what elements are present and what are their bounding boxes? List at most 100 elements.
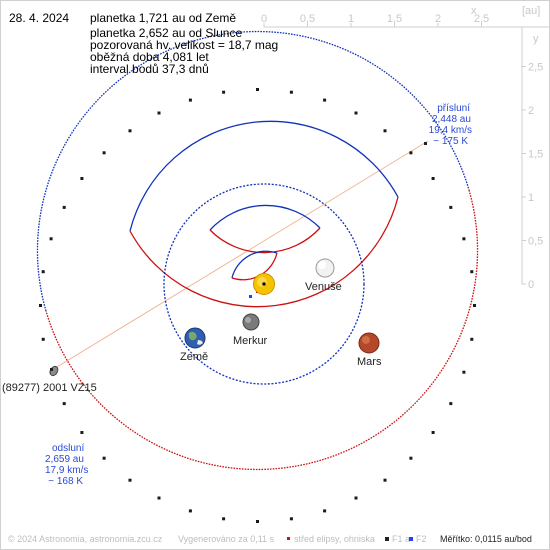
scale-text: Měřítko: 0,0115 au/bod xyxy=(440,534,532,544)
aphelion-temp: ~ 168 K xyxy=(48,476,83,487)
orbit-point xyxy=(222,90,226,94)
orbit-point xyxy=(449,205,453,209)
x-tick-label: 1,5 xyxy=(387,13,402,25)
orbit-point xyxy=(323,509,327,513)
orbit-point xyxy=(470,337,474,341)
orbit-point xyxy=(41,337,45,341)
aphelion-speed: 17,9 km/s xyxy=(45,465,88,476)
orbit-point xyxy=(157,496,161,500)
orbit-point xyxy=(80,177,84,180)
x-tick-label: 2 xyxy=(435,13,441,25)
asteroid-orbit-above xyxy=(45,189,479,471)
orbit-point xyxy=(383,478,387,482)
mars-orbit-below xyxy=(129,120,399,232)
orbit-point xyxy=(102,151,106,155)
earth-label: Země xyxy=(180,351,208,363)
y-axis-name: y xyxy=(533,33,539,45)
orbit-point xyxy=(354,111,358,115)
orbit-point xyxy=(323,98,327,102)
orbit-point xyxy=(409,151,413,155)
orbit-point xyxy=(462,237,466,241)
y-axis-ticks: 2,521,510,50 xyxy=(522,62,543,291)
orbit-point xyxy=(128,478,132,482)
info-line-interval: interval bodů 37,3 dnů xyxy=(90,62,209,76)
orbit-point xyxy=(289,90,293,94)
y-tick-label: 1 xyxy=(528,192,534,204)
perihelion-title: přísluní xyxy=(437,103,470,114)
mercury-orbit-below xyxy=(231,250,278,279)
venus-icon xyxy=(315,258,335,278)
x-tick-label: 0,5 xyxy=(300,13,315,25)
aphelion-marker xyxy=(50,368,53,371)
generated-text: Vygenerováno za 0,11 s xyxy=(178,534,275,544)
orbit-point xyxy=(289,517,293,521)
orbit-point xyxy=(409,456,413,460)
info-line-distance-sun: planetka 2,652 au od Slunce xyxy=(90,26,242,40)
mercury-label: Merkur xyxy=(233,335,268,347)
orbit-point xyxy=(431,177,435,180)
legend-center-text: střed elipsy, ohniska xyxy=(294,534,375,544)
x-tick-label: 2,5 xyxy=(474,13,489,25)
axis-unit: [au] xyxy=(522,5,540,17)
asteroid-label: (89277) 2001 VZ15 xyxy=(2,382,97,394)
orbit-point xyxy=(62,402,66,406)
orbit-point xyxy=(449,402,453,406)
info-line-period: oběžná doba 4,081 let xyxy=(90,50,209,64)
orbit-point xyxy=(470,270,474,274)
apsides-line xyxy=(51,140,429,371)
legend-f2-icon xyxy=(409,537,413,541)
orbit-point xyxy=(41,270,45,274)
legend-f1-text: F1 a xyxy=(392,534,410,544)
y-tick-label: 2,5 xyxy=(528,62,543,74)
y-tick-label: 1,5 xyxy=(528,149,543,161)
info-line-distance-earth: planetka 1,721 au od Země xyxy=(90,11,236,25)
orbit-point xyxy=(462,370,466,374)
orbit-point xyxy=(188,98,192,102)
venus-label: Venuše xyxy=(305,281,342,293)
legend-f2-text: F2 xyxy=(416,534,427,544)
x-tick-label: 0 xyxy=(261,13,267,25)
orbit-time-points xyxy=(39,88,476,523)
orbit-point xyxy=(128,129,132,133)
mars-label: Mars xyxy=(357,356,382,368)
x-axis-name: x xyxy=(471,5,477,17)
legend-f1-icon xyxy=(385,537,389,541)
ellipse-center-marker xyxy=(249,295,252,298)
orbit-point xyxy=(62,205,66,209)
orbit-point xyxy=(354,496,358,500)
orbit-point xyxy=(222,517,226,521)
x-axis-ticks: 0 0,5 1 1,5 2 2,5 xyxy=(261,13,489,27)
orbit-point xyxy=(80,431,84,434)
mercury-icon xyxy=(242,313,260,331)
perihelion-distance: 2,448 au xyxy=(432,114,471,125)
y-tick-label: 2 xyxy=(528,105,534,117)
sun-icon xyxy=(253,273,275,295)
copyright-text: © 2024 Astronomia, astronomia.zcu.cz xyxy=(8,534,163,544)
venus-orbit-below xyxy=(209,204,321,231)
orbit-point xyxy=(383,129,387,133)
date-label: 28. 4. 2024 xyxy=(9,11,69,25)
aphelion-title: odsluní xyxy=(52,443,84,454)
aphelion-distance: 2,659 au xyxy=(45,454,84,465)
asteroid-orbit-below xyxy=(36,30,470,312)
perihelion-temp: ~ 175 K xyxy=(433,136,468,147)
orbit-point xyxy=(49,237,53,241)
orbit-point xyxy=(102,456,106,460)
orbit-point xyxy=(39,304,42,307)
earth-orbit xyxy=(163,183,365,385)
orbit-point xyxy=(188,509,192,513)
venus-orbit-above xyxy=(209,227,321,254)
mars-orbit-above xyxy=(129,196,399,308)
legend-center-icon xyxy=(287,537,290,540)
orbit-point xyxy=(256,88,259,91)
perihelion-speed: 19,4 km/s xyxy=(429,125,472,136)
info-line-magnitude: pozorovaná hv. velikost = 18,7 mag xyxy=(90,38,278,52)
y-tick-label: 0 xyxy=(528,279,534,291)
orbit-point xyxy=(157,111,161,115)
orbit-point xyxy=(256,520,259,523)
perihelion-marker xyxy=(424,142,427,145)
orbit-point xyxy=(473,304,476,307)
orbit-point xyxy=(431,431,435,434)
x-tick-label: 1 xyxy=(348,13,354,25)
